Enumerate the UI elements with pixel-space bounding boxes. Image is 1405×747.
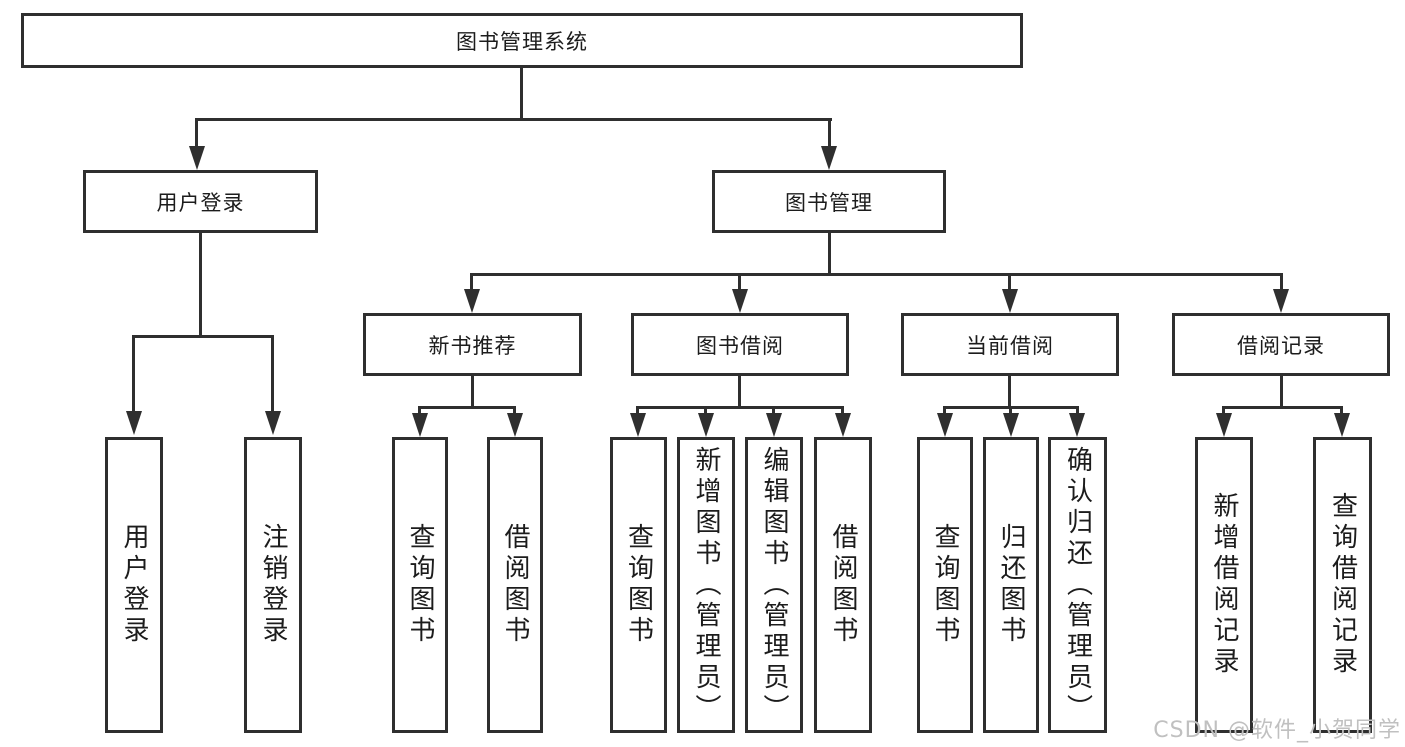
arrow-down-icon: [766, 413, 782, 437]
connector-arrow-line: [1340, 406, 1343, 416]
arrow-down-icon: [464, 289, 480, 313]
arrow-down-icon: [189, 146, 205, 170]
leaf-add-books-admin: 新增图书（管理员）: [677, 437, 735, 733]
leaf-user-login: 用户登录: [105, 437, 163, 733]
leaf-query-books-current: 查询图书: [917, 437, 973, 733]
arrow-down-icon: [1069, 413, 1085, 437]
leaf-return-books: 归还图书: [983, 437, 1039, 733]
connector-stem: [738, 376, 741, 406]
arrow-down-icon: [1002, 289, 1018, 313]
arrow-down-icon: [630, 413, 646, 437]
node-current-borrow: 当前借阅: [901, 313, 1119, 376]
arrow-down-icon: [1334, 413, 1350, 437]
connector-arrow-line: [271, 335, 274, 413]
connector-stem: [471, 376, 474, 406]
arrow-down-icon: [937, 413, 953, 437]
leaf-confirm-return-admin: 确认归还（管理员）: [1048, 437, 1107, 733]
csdn-watermark: CSDN @软件_小贺同学: [1153, 718, 1401, 743]
connector-arrow-line: [1008, 273, 1011, 293]
arrow-down-icon: [126, 411, 142, 435]
arrow-down-icon: [1273, 289, 1289, 313]
arrow-down-icon: [835, 413, 851, 437]
leaf-logout-login: 注销登录: [244, 437, 302, 733]
arrow-down-icon: [698, 413, 714, 437]
node-book-borrow: 图书借阅: [631, 313, 849, 376]
arrow-down-icon: [1216, 413, 1232, 437]
connector-arrow-line: [636, 406, 639, 416]
connector-rail: [1222, 406, 1343, 409]
arrow-down-icon: [507, 413, 523, 437]
connector-arrow-line: [828, 118, 831, 150]
connector-arrow-line: [1222, 406, 1225, 416]
arrow-down-icon: [732, 289, 748, 313]
connector-arrow-line: [1076, 406, 1079, 416]
connector-arrow-line: [1280, 273, 1283, 293]
connector-arrow-line: [470, 273, 473, 293]
connector-arrow-line: [738, 273, 741, 293]
leaf-query-books-borrow: 查询图书: [610, 437, 667, 733]
node-library-system: 图书管理系统: [21, 13, 1023, 68]
leaf-borrow-books-recommend: 借阅图书: [487, 437, 543, 733]
arrow-down-icon: [821, 146, 837, 170]
node-user-login-group: 用户登录: [83, 170, 318, 233]
arrow-down-icon: [412, 413, 428, 437]
connector-arrow-line: [841, 406, 844, 416]
connector-stem: [1008, 376, 1011, 406]
connector-user-group-stem: [199, 233, 202, 338]
node-new-book-recommend: 新书推荐: [363, 313, 582, 376]
connector-stem: [1280, 376, 1283, 406]
connector-book-group-stem: [828, 233, 831, 276]
arrow-down-icon: [1003, 413, 1019, 437]
connector-arrow-line: [132, 335, 135, 413]
connector-book-group-rail: [470, 273, 1283, 276]
connector-rail: [418, 406, 516, 409]
leaf-add-borrow-record: 新增借阅记录: [1195, 437, 1253, 733]
connector-root-stem: [520, 68, 523, 118]
leaf-borrow-books: 借阅图书: [814, 437, 872, 733]
connector-arrow-line: [513, 406, 516, 416]
connector-rail: [636, 406, 844, 409]
leaf-query-borrow-record: 查询借阅记录: [1313, 437, 1372, 733]
connector-arrow-line: [772, 406, 775, 416]
connector-arrow-line: [418, 406, 421, 416]
arrow-down-icon: [265, 411, 281, 435]
connector-arrow-line: [1009, 406, 1012, 416]
node-book-management: 图书管理: [712, 170, 946, 233]
connector-arrow-line: [704, 406, 707, 416]
leaf-query-books-recommend: 查询图书: [392, 437, 448, 733]
leaf-edit-books-admin: 编辑图书（管理员）: [745, 437, 803, 733]
node-borrow-records: 借阅记录: [1172, 313, 1390, 376]
connector-user-group-rail: [133, 335, 274, 338]
connector-arrow-line: [195, 118, 198, 150]
connector-arrow-line: [943, 406, 946, 416]
connector-root-rail: [195, 118, 832, 121]
